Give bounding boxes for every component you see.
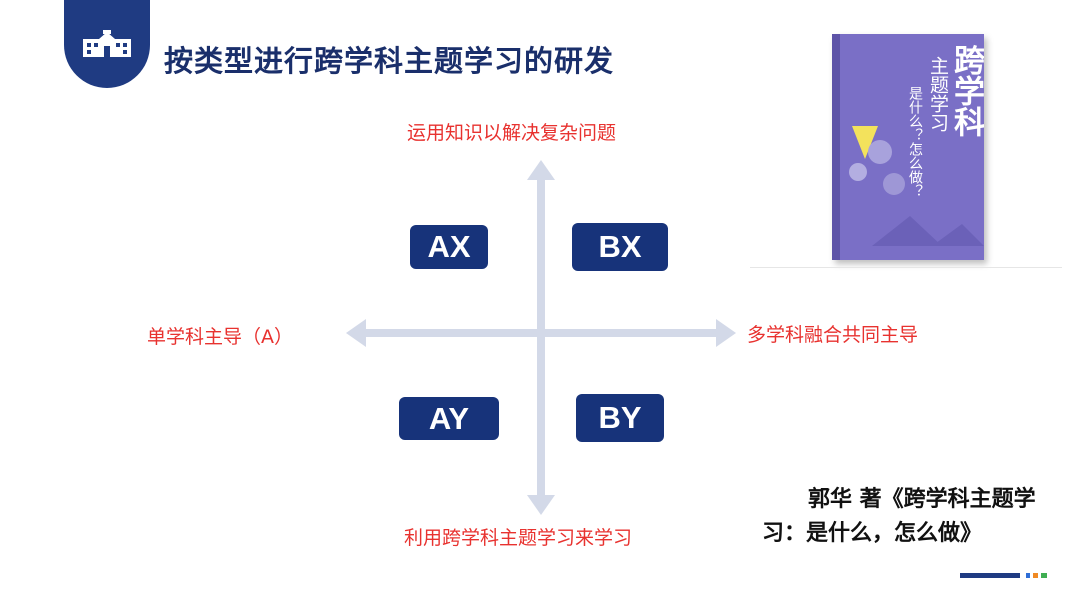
book-divider: [750, 267, 1062, 268]
quadrant-by: BY: [576, 394, 664, 442]
book-cover-shapes: [849, 126, 984, 246]
axis-label-bottom: 利用跨学科主题学习来学习: [404, 527, 633, 549]
title-badge: [64, 0, 150, 88]
book-cover-subtitle-2: 是什么？怎么做？: [907, 86, 923, 198]
quadrant-bx: BX: [572, 223, 668, 271]
book-cover-subtitle-1: 主题学习: [927, 56, 949, 132]
footer-bar-blue: [960, 573, 1020, 578]
horizontal-axis-line: [360, 329, 722, 337]
footer-dot-blue: [1026, 573, 1030, 578]
arrow-down: [527, 495, 555, 515]
page-title: 按类型进行跨学科主题学习的研发: [164, 44, 615, 78]
footer-dot-green: [1041, 573, 1047, 578]
axis-label-left: 单学科主导（A）: [147, 326, 293, 348]
quadrant-ay: AY: [399, 397, 499, 440]
vertical-axis-line: [537, 175, 545, 500]
axis-label-right: 多学科融合共同主导: [747, 324, 919, 346]
arrow-left: [346, 319, 366, 347]
school-building-icon: [83, 30, 131, 57]
book-spine: [832, 34, 840, 260]
quadrant-ax: AX: [410, 225, 488, 269]
arrow-right: [716, 319, 736, 347]
footer-dot-orange: [1033, 573, 1038, 578]
axis-label-top: 运用知识以解决复杂问题: [407, 122, 617, 144]
citation-text: 郭华 著《跨学科主题学习：是什么，怎么做》: [762, 486, 1036, 546]
book-cover-image: 跨学科 主题学习 是什么？怎么做？: [832, 34, 984, 260]
book-cover-title: 跨学科: [948, 44, 984, 137]
arrow-up: [527, 160, 555, 180]
book-citation: 郭华 著《跨学科主题学习：是什么，怎么做》: [762, 482, 1052, 550]
